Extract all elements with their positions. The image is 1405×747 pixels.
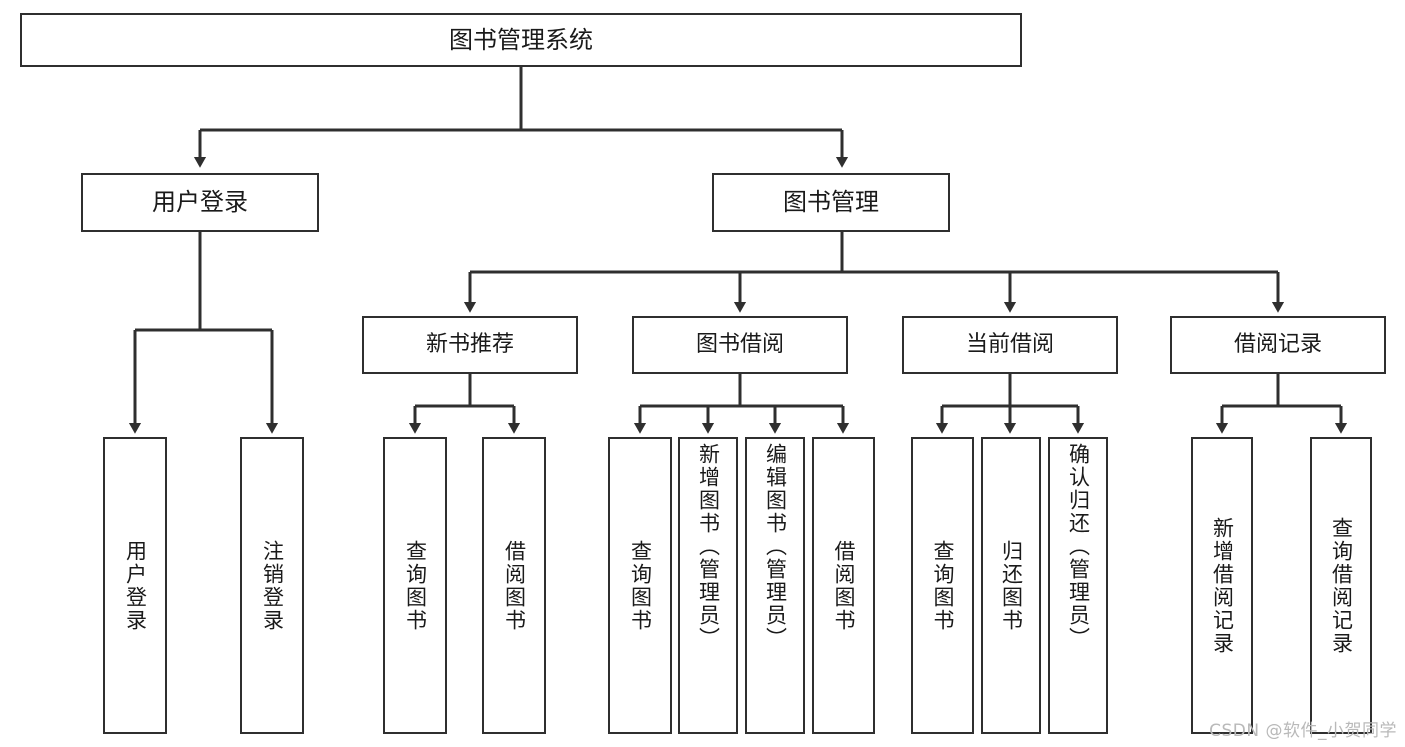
leaf-query-book-borrow[interactable]: 查询图书 xyxy=(608,437,672,734)
leaf-return-book[interactable]: 归还图书 xyxy=(981,437,1041,734)
leaf-edit-book-admin[interactable]: 编辑图书（管理员） xyxy=(745,437,805,734)
leaf-add-book-admin[interactable]: 新增图书（管理员） xyxy=(678,437,738,734)
leaf-query-book-recommend-label: 查询图书 xyxy=(403,539,428,632)
leaf-query-borrow-record[interactable]: 查询借阅记录 xyxy=(1310,437,1372,734)
node-book-management-label: 图书管理 xyxy=(783,188,879,217)
leaf-borrow-book-borrow[interactable]: 借阅图书 xyxy=(812,437,875,734)
leaf-add-borrow-record[interactable]: 新增借阅记录 xyxy=(1191,437,1253,734)
node-root-label: 图书管理系统 xyxy=(449,25,593,54)
node-current-borrow-label: 当前借阅 xyxy=(965,331,1054,357)
leaf-borrow-book-borrow-label: 借阅图书 xyxy=(832,539,856,632)
node-book-borrow-label: 图书借阅 xyxy=(695,331,784,357)
leaf-logout[interactable]: 注销登录 xyxy=(240,437,304,734)
leaf-edit-book-admin-label: 编辑图书（管理员） xyxy=(763,443,788,650)
leaf-query-borrow-record-label: 查询借阅记录 xyxy=(1329,516,1354,655)
leaf-query-book-borrow-label: 查询图书 xyxy=(628,539,653,632)
leaf-logout-label: 注销登录 xyxy=(260,539,285,632)
node-new-book-recommend[interactable]: 新书推荐 xyxy=(362,316,578,374)
leaf-add-borrow-record-label: 新增借阅记录 xyxy=(1210,516,1235,655)
node-root[interactable]: 图书管理系统 xyxy=(20,13,1022,67)
leaf-return-book-label: 归还图书 xyxy=(999,539,1024,632)
leaf-confirm-return-admin[interactable]: 确认归还（管理员） xyxy=(1048,437,1108,734)
node-current-borrow[interactable]: 当前借阅 xyxy=(902,316,1118,374)
leaf-query-book-current[interactable]: 查询图书 xyxy=(911,437,974,734)
node-user-login-label: 用户登录 xyxy=(152,188,248,217)
node-book-borrow[interactable]: 图书借阅 xyxy=(632,316,848,374)
leaf-add-book-admin-label: 新增图书（管理员） xyxy=(696,443,721,650)
node-book-management[interactable]: 图书管理 xyxy=(712,173,950,232)
leaf-query-book-current-label: 查询图书 xyxy=(931,539,955,632)
leaf-borrow-book-recommend-label: 借阅图书 xyxy=(502,539,527,632)
leaf-borrow-book-recommend[interactable]: 借阅图书 xyxy=(482,437,546,734)
leaf-query-book-recommend[interactable]: 查询图书 xyxy=(383,437,447,734)
node-borrow-records-label: 借阅记录 xyxy=(1233,331,1322,357)
node-borrow-records[interactable]: 借阅记录 xyxy=(1170,316,1386,374)
leaf-user-login-label: 用户登录 xyxy=(123,539,148,632)
node-user-login[interactable]: 用户登录 xyxy=(81,173,319,232)
node-new-book-recommend-label: 新书推荐 xyxy=(425,331,514,357)
watermark-text: CSDN @软件_小贺同学 xyxy=(1209,721,1397,741)
leaf-confirm-return-admin-label: 确认归还（管理员） xyxy=(1066,443,1091,650)
leaf-user-login[interactable]: 用户登录 xyxy=(103,437,167,734)
